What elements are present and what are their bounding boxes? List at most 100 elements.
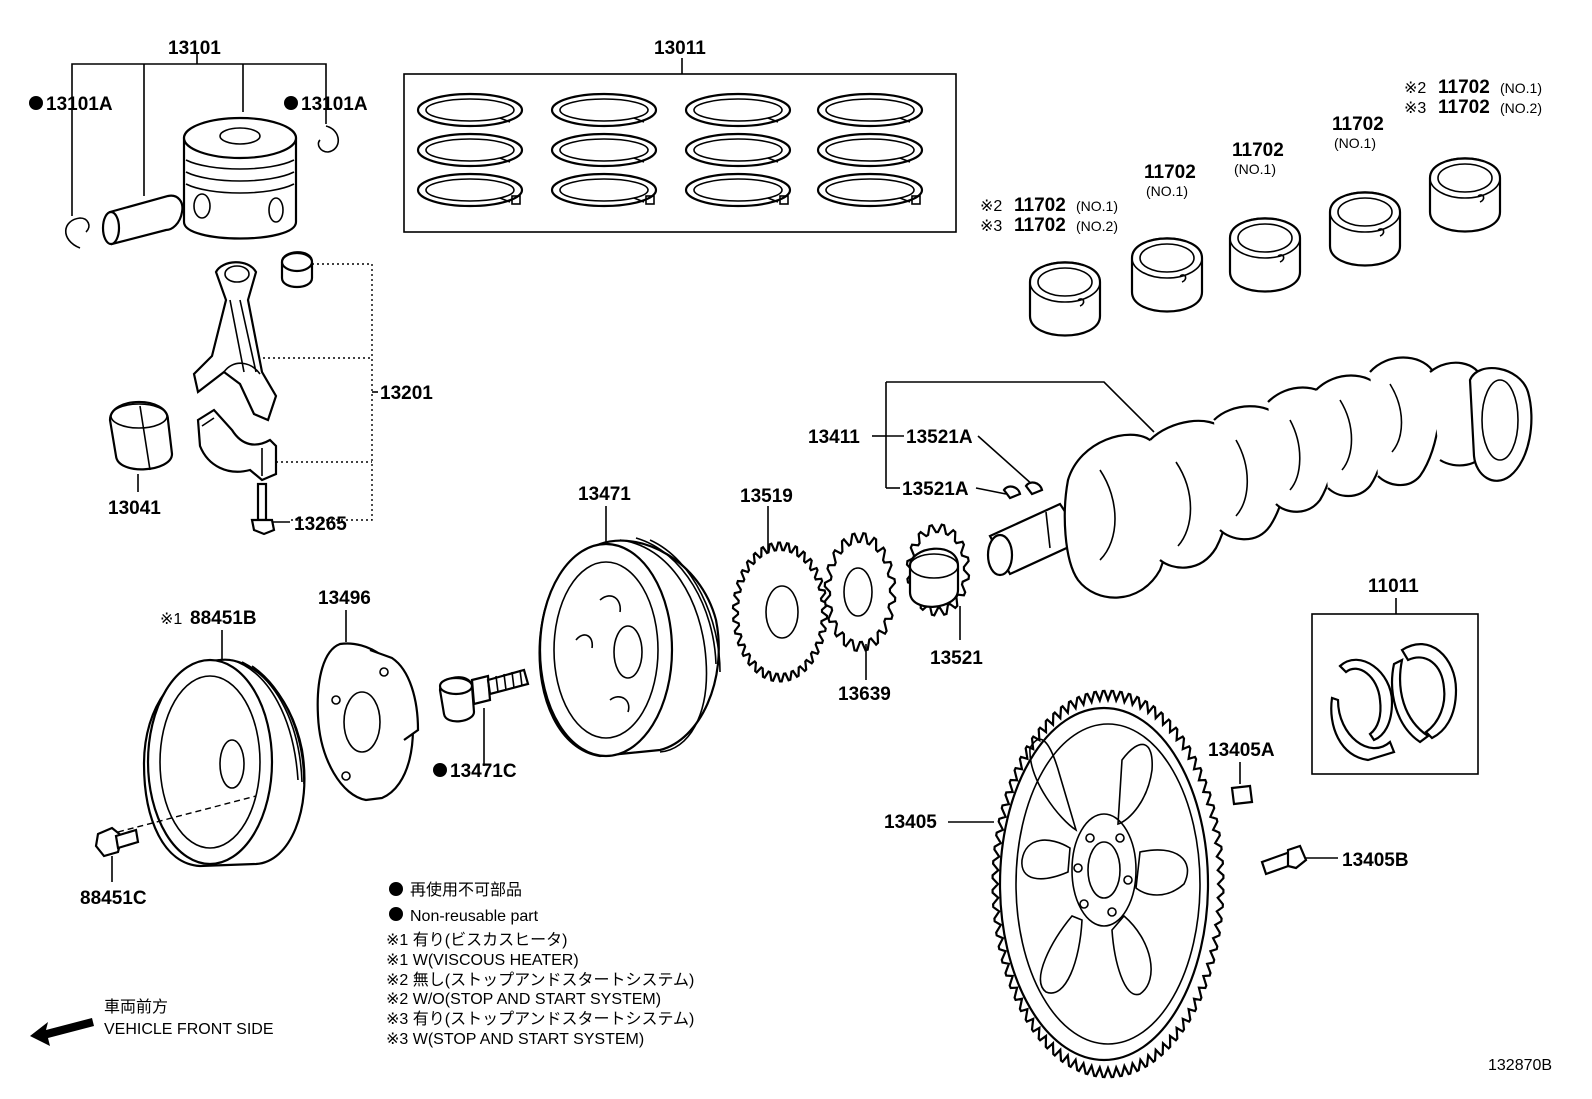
pulley-hub-13496 bbox=[316, 642, 420, 802]
direction-en: VEHICLE FRONT SIDE bbox=[104, 1021, 274, 1038]
mark-11702-f: ※2 bbox=[1404, 80, 1426, 97]
label-13405B[interactable]: 13405B bbox=[1342, 850, 1409, 871]
oil-pump-drive-gear bbox=[731, 541, 829, 683]
ring-set-1 bbox=[416, 92, 524, 208]
label-13101A-left[interactable]: 13101A bbox=[46, 94, 113, 115]
sub-11702-a: (NO.1) bbox=[1076, 198, 1118, 214]
mark-88451B: ※1 bbox=[160, 611, 182, 628]
legend-bullet-jp bbox=[389, 882, 403, 896]
main-bearing-2 bbox=[1130, 237, 1204, 313]
label-88451C[interactable]: 88451C bbox=[80, 888, 147, 909]
main-bearing-3 bbox=[1228, 217, 1302, 293]
label-13101A-right[interactable]: 13101A bbox=[301, 94, 368, 115]
flywheel-bolt bbox=[1260, 844, 1308, 876]
thrust-washer-box bbox=[1311, 613, 1479, 775]
crankshaft bbox=[986, 356, 1533, 599]
label-13405A[interactable]: 13405A bbox=[1208, 740, 1275, 761]
label-13521[interactable]: 13521 bbox=[930, 648, 983, 669]
label-13011[interactable]: 13011 bbox=[654, 38, 706, 59]
label-11702-f[interactable]: 11702 bbox=[1438, 77, 1490, 98]
ring-set-2 bbox=[550, 92, 658, 208]
label-11702-c[interactable]: 11702 bbox=[1144, 162, 1196, 183]
woodruff-key-2 bbox=[1024, 481, 1044, 496]
main-bearing-4 bbox=[1328, 191, 1402, 267]
legend-note1-en: ※1 W(VISCOUS HEATER) bbox=[386, 952, 579, 969]
rod-bearing bbox=[108, 401, 174, 471]
sub-11702-f: (NO.1) bbox=[1500, 80, 1542, 96]
label-13639[interactable]: 13639 bbox=[838, 684, 891, 705]
crankshaft-damper-pulley bbox=[538, 537, 721, 758]
snap-ring-left bbox=[64, 217, 90, 249]
label-11702-a[interactable]: 11702 bbox=[1014, 195, 1066, 216]
legend-note3-en: ※3 W(STOP AND START SYSTEM) bbox=[386, 1031, 644, 1048]
label-13041[interactable]: 13041 bbox=[108, 498, 161, 519]
rod-bolt bbox=[250, 482, 276, 536]
rod-bushing bbox=[280, 251, 314, 289]
sprockets-group: 13519 13639 13521 bbox=[731, 486, 983, 705]
ring-set-4 bbox=[816, 92, 924, 208]
flywheel bbox=[991, 689, 1225, 1079]
direction-jp: 車両前方 bbox=[104, 998, 168, 1016]
mark-11702-b: ※3 bbox=[980, 218, 1002, 235]
connecting-rod-group: 13201 13265 1304 bbox=[108, 251, 433, 536]
legend-note2-jp: ※2 無し(ストップアンドスタートシステム) bbox=[386, 971, 694, 989]
legend-note1-jp: ※1 有り(ビスカスヒータ) bbox=[386, 931, 567, 949]
woodruff-key-1 bbox=[1002, 485, 1022, 500]
crank-sprocket-13521 bbox=[905, 523, 971, 617]
label-11702-b[interactable]: 11702 bbox=[1014, 215, 1066, 236]
legend-non-reusable-en: Non-reusable part bbox=[410, 908, 539, 925]
crank-timing-sprocket bbox=[823, 532, 897, 652]
ring-set-3 bbox=[684, 92, 792, 208]
figure-id: 132870B bbox=[1488, 1057, 1552, 1074]
ring-set-box bbox=[403, 73, 957, 233]
label-11011[interactable]: 11011 bbox=[1368, 576, 1419, 597]
legend-non-reusable-jp: 再使用不可部品 bbox=[410, 881, 522, 899]
flywheel-pin bbox=[1230, 784, 1254, 806]
label-13411[interactable]: 13411 bbox=[808, 427, 860, 448]
label-11702-g[interactable]: 11702 bbox=[1438, 97, 1490, 118]
label-13265[interactable]: 13265 bbox=[294, 514, 347, 535]
label-13101[interactable]: 13101 bbox=[168, 38, 221, 59]
viscous-heater-pulley bbox=[142, 658, 306, 868]
crankshaft-group: 13411 13521A 13521A bbox=[808, 356, 1533, 599]
non-reusable-bullet-left bbox=[29, 96, 43, 110]
sub-11702-c: (NO.1) bbox=[1146, 183, 1188, 199]
flywheel-group: 13405 13405A 13405B bbox=[884, 689, 1409, 1079]
legend: 再使用不可部品 Non-reusable part ※1 有り(ビスカスヒータ)… bbox=[386, 881, 694, 1048]
snap-ring-right bbox=[317, 125, 340, 153]
sub-11702-d: (NO.1) bbox=[1234, 161, 1276, 177]
piston bbox=[182, 116, 298, 240]
front-arrow-icon bbox=[30, 1018, 94, 1046]
pulley-bolt-13471C bbox=[438, 668, 530, 723]
main-bearing-5 bbox=[1428, 157, 1502, 233]
sub-11702-g: (NO.2) bbox=[1500, 100, 1542, 116]
thrust-washer-group: 11011 bbox=[1311, 576, 1479, 775]
sub-11702-e: (NO.1) bbox=[1334, 135, 1376, 151]
label-11702-e[interactable]: 11702 bbox=[1332, 114, 1384, 135]
connecting-rod bbox=[192, 261, 278, 422]
non-reusable-bullet-right bbox=[284, 96, 298, 110]
label-13471[interactable]: 13471 bbox=[578, 484, 631, 505]
vehicle-front-indicator: 車両前方 VEHICLE FRONT SIDE bbox=[30, 998, 274, 1046]
sub-11702-b: (NO.2) bbox=[1076, 218, 1118, 234]
label-13496[interactable]: 13496 bbox=[318, 588, 371, 609]
label-13521A-bottom[interactable]: 13521A bbox=[902, 479, 969, 500]
label-13201[interactable]: 13201 bbox=[380, 383, 433, 404]
pulley-bolt-88451C bbox=[94, 826, 140, 858]
main-bearing-1 bbox=[1028, 261, 1102, 337]
label-13471C[interactable]: 13471C bbox=[450, 761, 517, 782]
piston-pin bbox=[101, 194, 184, 246]
label-13405[interactable]: 13405 bbox=[884, 812, 937, 833]
rod-cap bbox=[196, 408, 278, 482]
non-reusable-bullet-13471C bbox=[433, 763, 447, 777]
label-13521A-top[interactable]: 13521A bbox=[906, 427, 973, 448]
label-13519[interactable]: 13519 bbox=[740, 486, 793, 507]
piston-group: 13101 13101A 13101A bbox=[29, 38, 368, 249]
legend-note2-en: ※2 W/O(STOP AND START SYSTEM) bbox=[386, 991, 661, 1008]
legend-note3-jp: ※3 有り(ストップアンドスタートシステム) bbox=[386, 1010, 694, 1028]
label-11702-d[interactable]: 11702 bbox=[1232, 140, 1284, 161]
front-pulley-group: ※1 88451B 88451C 13496 bbox=[80, 588, 420, 909]
thrust-washer-right bbox=[1390, 643, 1458, 744]
label-88451B[interactable]: 88451B bbox=[190, 608, 257, 629]
